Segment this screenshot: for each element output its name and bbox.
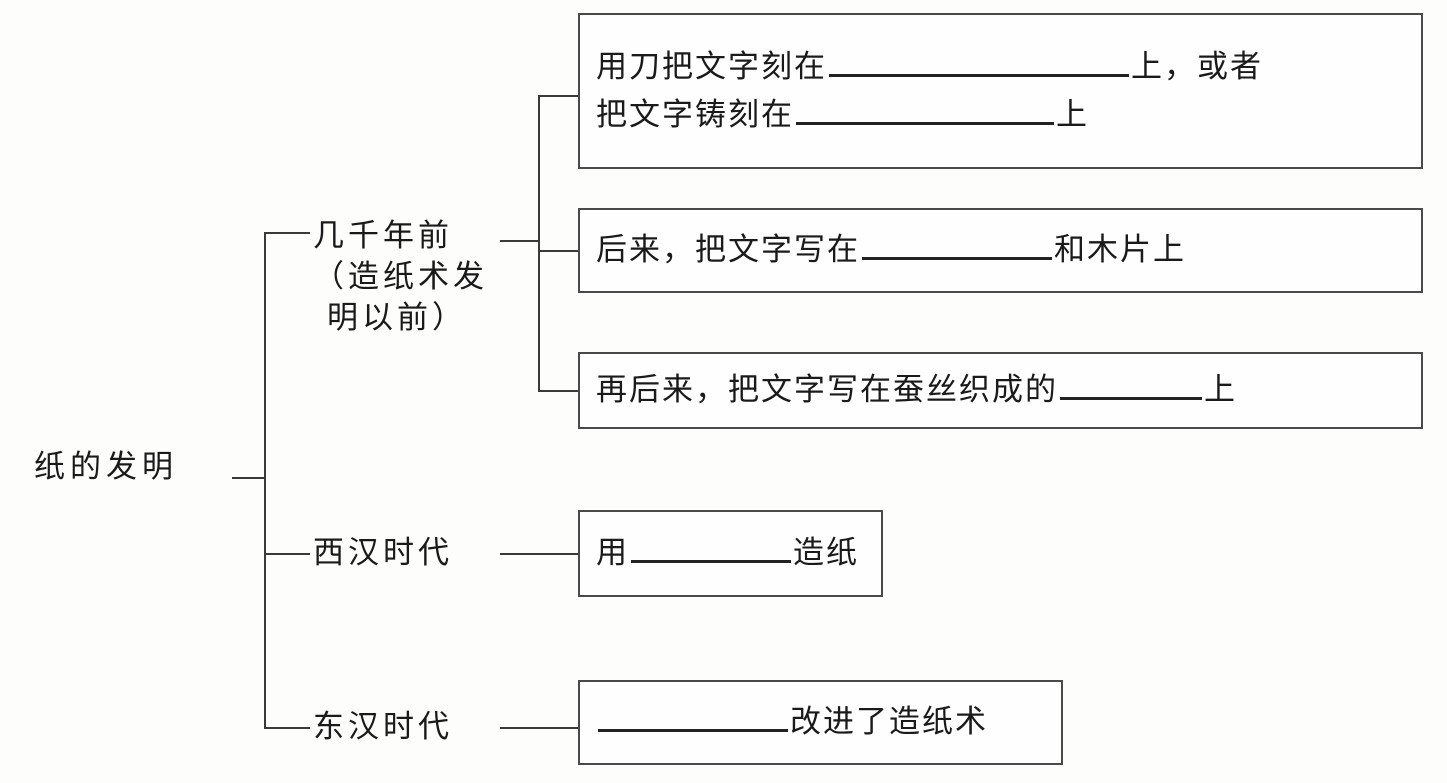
blank-field[interactable]	[598, 703, 788, 733]
branch-label-ancient-line-2: （造纸术发	[313, 258, 488, 294]
text-segment: 上，或者	[1131, 48, 1263, 84]
connector-eastern-han-stem	[500, 727, 580, 729]
connector-main-spine	[264, 232, 266, 729]
branch-label-eastern-han: 东汉时代	[313, 709, 453, 744]
text-segment: 造纸	[793, 535, 859, 571]
content-box-carve-line-2: 把文字铸刻在 上	[596, 91, 1405, 139]
text-segment: 用刀把文字刻在	[596, 48, 827, 84]
content-box-bamboo-line-1: 后来，把文字写在 和木片上	[596, 226, 1405, 274]
content-box-silk-line-1: 再后来，把文字写在蚕丝织成的 上	[596, 366, 1405, 414]
connector-root-stem	[232, 477, 266, 479]
content-box-eastern-han: 改进了造纸术	[578, 680, 1063, 765]
content-box-carve-line-1: 用刀把文字刻在 上，或者	[596, 43, 1405, 91]
blank-field[interactable]	[829, 48, 1129, 77]
root-node-label: 纸的发明	[34, 449, 178, 484]
content-box-carve: 用刀把文字刻在 上，或者 把文字铸刻在 上	[578, 13, 1423, 169]
branch-label-ancient-line-1: 几千年前	[313, 218, 453, 253]
connector-arm-branch-3	[264, 727, 310, 729]
text-segment: 上	[1204, 372, 1237, 408]
content-box-silk: 再后来，把文字写在蚕丝织成的 上	[578, 352, 1423, 429]
connector-arm-branch-1	[264, 232, 310, 234]
text-segment: 改进了造纸术	[790, 704, 988, 740]
blank-field[interactable]	[1060, 371, 1202, 401]
connector-arm-box-bamboo	[538, 250, 580, 252]
connector-western-han-stem	[500, 553, 580, 555]
text-segment: 和木片上	[1054, 232, 1186, 268]
text-segment: 再后来，把文字写在蚕丝织成的	[596, 372, 1058, 408]
text-segment: 用	[596, 535, 629, 571]
connector-ancient-spine	[538, 95, 540, 392]
connector-ancient-stem	[500, 240, 540, 242]
content-box-western-han: 用 造纸	[578, 510, 883, 597]
blank-field[interactable]	[862, 231, 1052, 261]
content-box-bamboo: 后来，把文字写在 和木片上	[578, 208, 1423, 293]
branch-label-western-han: 西汉时代	[313, 535, 453, 570]
text-segment: 把文字铸刻在	[596, 97, 794, 132]
branch-label-ancient: 几千年前 （造纸术发 明以前）	[313, 216, 528, 339]
content-box-western-han-line-1: 用 造纸	[596, 529, 865, 577]
connector-arm-box-silk	[538, 390, 580, 392]
blank-field[interactable]	[631, 534, 791, 564]
content-box-eastern-han-line-1: 改进了造纸术	[596, 698, 1045, 746]
text-segment: 上	[1056, 97, 1089, 132]
blank-field[interactable]	[796, 96, 1054, 125]
branch-label-ancient-line-3: 明以前）	[327, 299, 467, 335]
connector-arm-box-carve	[538, 95, 580, 97]
connector-arm-branch-2	[264, 553, 310, 555]
text-segment: 后来，把文字写在	[596, 232, 860, 268]
